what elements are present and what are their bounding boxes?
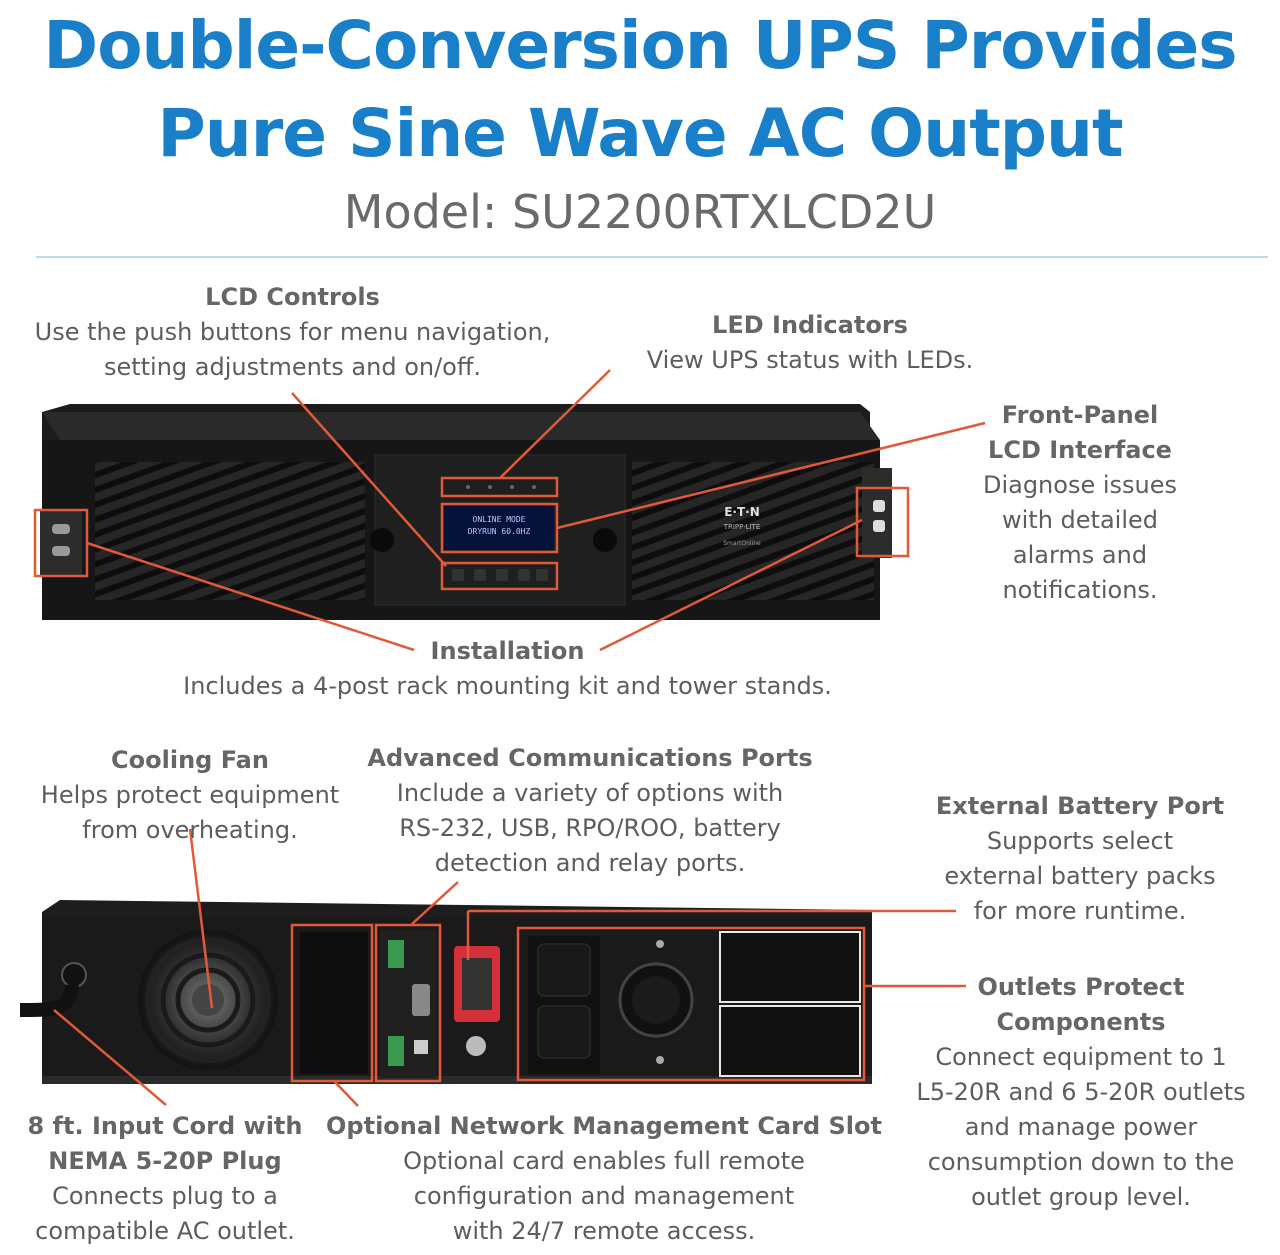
- callout-cooling-fan: Cooling Fan Helps protect equipment from…: [20, 743, 360, 848]
- callout-external-battery-port: External Battery Port Supports select ex…: [925, 789, 1235, 929]
- lcd-line-2: DRYRUN 60.0HZ: [468, 527, 531, 536]
- rs232-port-icon: [412, 984, 430, 1016]
- callout-heading: 8 ft. Input Cord with NEMA 5-20P Plug: [27, 1112, 303, 1175]
- page-title-line-2: Pure Sine Wave AC Output: [157, 95, 1123, 172]
- rack-ear-left: [40, 510, 82, 576]
- outlet-group-b: [719, 931, 861, 1003]
- callout-led-indicators: LED Indicators View UPS status with LEDs…: [620, 308, 1000, 378]
- callout-heading: Front-Panel LCD Interface: [988, 401, 1172, 464]
- lcd-screen: [444, 506, 554, 550]
- callout-body: Use the push buttons for menu navigation…: [34, 318, 551, 381]
- callout-body: Include a variety of options with RS-232…: [396, 779, 784, 877]
- rack-ear-right: [862, 468, 892, 558]
- ups-rear-view: [19, 900, 872, 1084]
- lcd-control-buttons-icon: [452, 569, 548, 581]
- callout-lines: [33, 369, 986, 1107]
- model-number: Model: SU2200RTXLCD2U: [343, 185, 937, 239]
- callout-heading: Optional Network Management Card Slot: [326, 1112, 882, 1140]
- callout-heading: Advanced Communications Ports: [367, 744, 813, 772]
- callout-heading: Installation: [430, 637, 585, 665]
- callout-comm-ports: Advanced Communications Ports Include a …: [360, 741, 820, 881]
- callout-heading: External Battery Port: [935, 792, 1225, 820]
- callout-body: Diagnose issues with detailed alarms and…: [982, 471, 1178, 604]
- callout-heading: Cooling Fan: [111, 746, 269, 774]
- callout-body: Supports select external battery packs f…: [944, 827, 1216, 925]
- callout-outlets: Outlets Protect Components Connect equip…: [905, 970, 1257, 1215]
- callout-body: View UPS status with LEDs.: [646, 346, 974, 374]
- callout-heading: LED Indicators: [712, 311, 908, 339]
- eaton-logo: E·T·N: [724, 505, 760, 519]
- outlet-group-c: [719, 1005, 861, 1077]
- callout-lcd-controls: LCD Controls Use the push buttons for me…: [20, 280, 565, 385]
- page-title-line-1: Double-Conversion UPS Provides: [43, 7, 1237, 84]
- callout-heading: LCD Controls: [205, 283, 380, 311]
- header-divider: [36, 256, 1268, 258]
- callout-installation: Installation Includes a 4-post rack moun…: [160, 634, 855, 704]
- callout-input-cord: 8 ft. Input Cord with NEMA 5-20P Plug Co…: [15, 1109, 315, 1249]
- ground-screw-icon: [466, 1036, 486, 1056]
- front-vent-right: [632, 462, 874, 600]
- callout-heading: Outlets Protect Components: [977, 973, 1185, 1036]
- ups-front-view: ONLINE MODE DRYRUN 60.0HZ E·T·N TRIPP·LI…: [40, 404, 892, 620]
- tripp-lite-logo: TRIPP·LITE: [723, 523, 761, 531]
- led-indicators-icon: [466, 485, 536, 489]
- cord-strain-relief-icon: [61, 962, 87, 988]
- callout-body: Optional card enables full remote config…: [403, 1147, 805, 1245]
- usb-port-icon: [414, 1040, 428, 1054]
- callout-body: Includes a 4-post rack mounting kit and …: [183, 672, 832, 700]
- nmc-slot-cover: [300, 932, 368, 1074]
- front-vent-left: [95, 462, 365, 600]
- series-label: SmartOnline: [723, 540, 761, 547]
- callout-body: Connect equipment to 1 L5-20R and 6 5-20…: [916, 1043, 1246, 1211]
- lcd-line-1: ONLINE MODE: [473, 515, 526, 524]
- callout-nmc-slot: Optional Network Management Card Slot Op…: [325, 1109, 883, 1249]
- callout-body: Connects plug to a compatible AC outlet.: [35, 1182, 295, 1245]
- callout-front-panel-lcd: Front-Panel LCD Interface Diagnose issue…: [955, 398, 1205, 608]
- input-cord-icon: [19, 983, 79, 1017]
- callout-body: Helps protect equipment from overheating…: [40, 781, 340, 844]
